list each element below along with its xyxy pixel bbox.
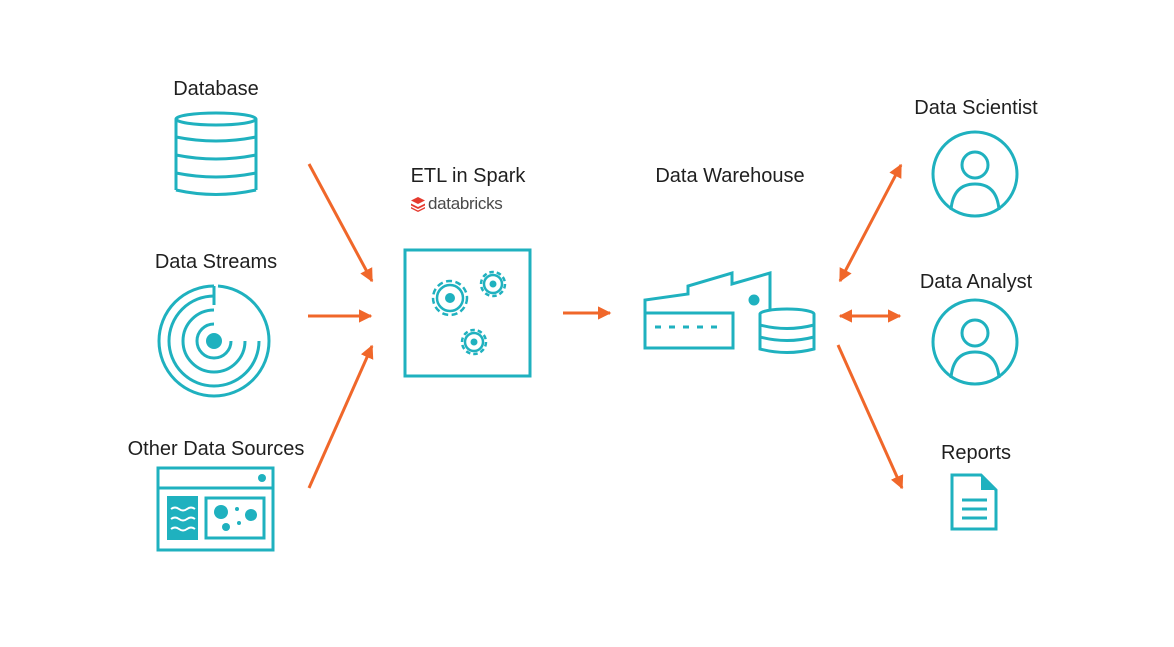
database-label: Database: [173, 78, 259, 100]
data-warehouse-label: Data Warehouse: [655, 165, 805, 187]
radar-icon: [157, 284, 271, 398]
arrow-other-to-etl: [307, 344, 374, 489]
user-circle-icon: [931, 130, 1019, 218]
arrow-database-to-etl: [307, 163, 374, 283]
databricks-logo-icon: [411, 196, 425, 212]
databricks-wordmark: databricks: [428, 194, 503, 213]
arrow-warehouse-reports: [836, 344, 904, 490]
dashboard-window-icon: [156, 466, 275, 552]
other-data-sources-label: Other Data Sources: [127, 438, 305, 460]
databricks-brand: databricks: [410, 194, 503, 213]
data-analyst-label: Data Analyst: [919, 271, 1033, 293]
document-icon: [950, 473, 998, 531]
data-streams-label: Data Streams: [154, 251, 278, 273]
database-icon: [174, 111, 258, 196]
data-scientist-label: Data Scientist: [914, 97, 1038, 119]
user-circle-icon: [931, 298, 1019, 386]
arrow-warehouse-scientist: [838, 163, 903, 283]
etl-label: ETL in Spark: [410, 165, 526, 187]
factory-database-icon: [643, 270, 816, 354]
reports-label: Reports: [940, 442, 1012, 464]
gears-icon: [403, 248, 532, 378]
